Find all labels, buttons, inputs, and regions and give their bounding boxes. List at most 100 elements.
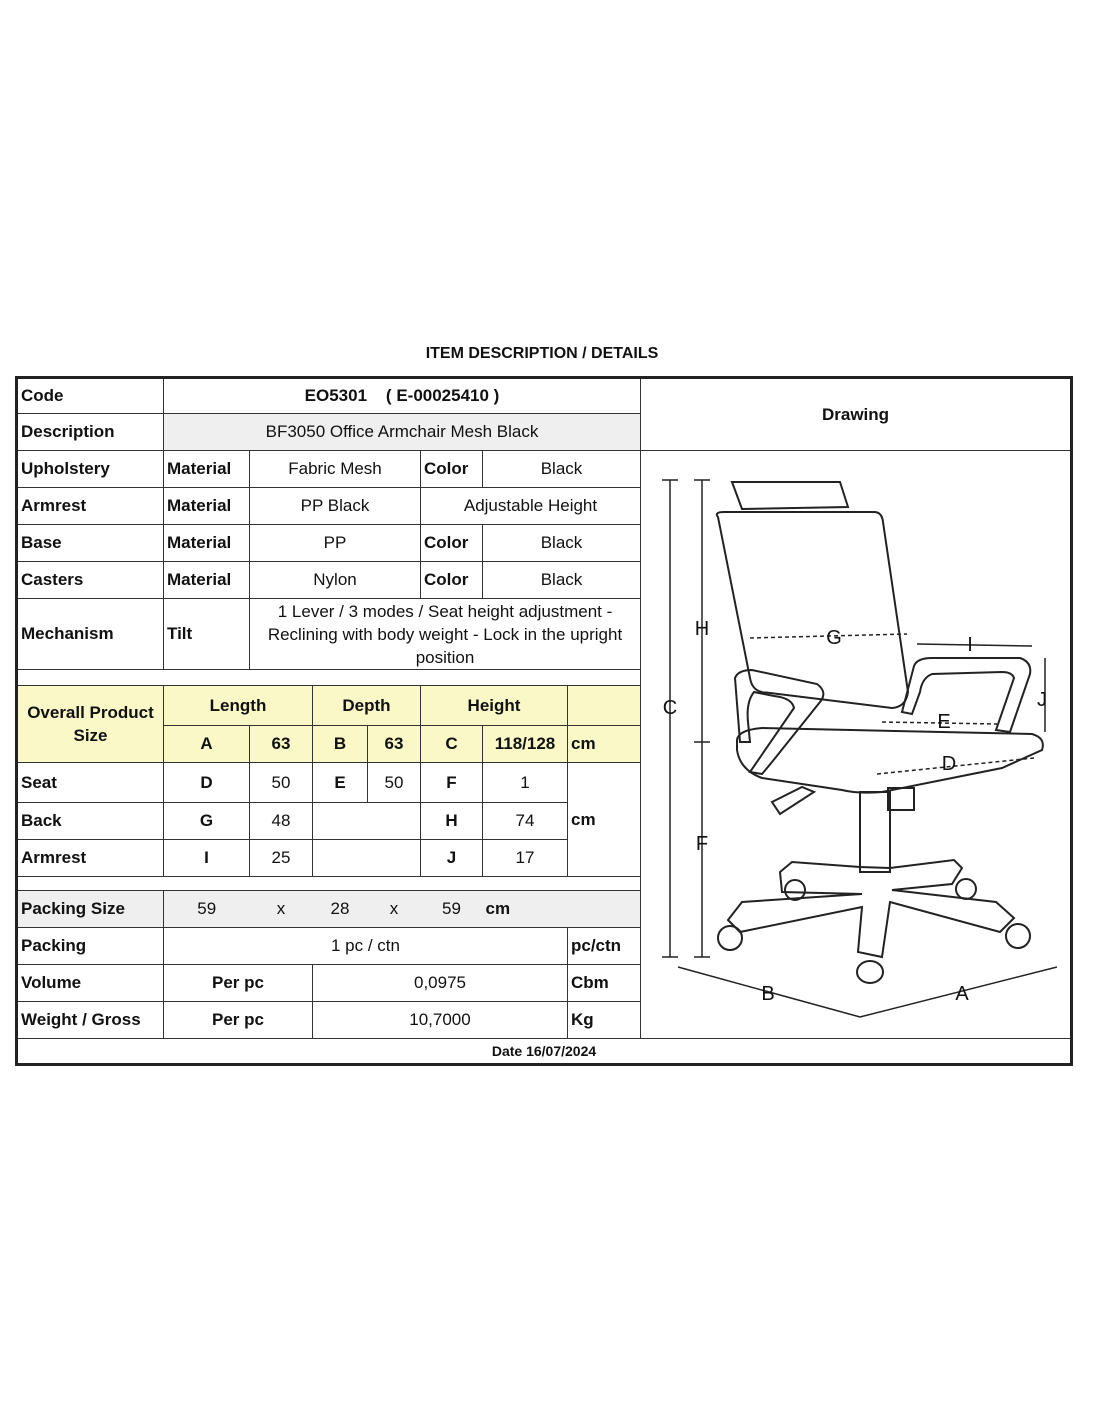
casters-label: Casters bbox=[16, 561, 164, 599]
drawing-label: Drawing bbox=[640, 377, 1072, 451]
page-title: ITEM DESCRIPTION / DETAILS bbox=[425, 345, 659, 362]
date: Date 16/07/2024 bbox=[16, 1038, 1072, 1065]
label-f: F bbox=[696, 833, 708, 855]
packing-label: Packing bbox=[16, 927, 164, 965]
casters-color: Black bbox=[482, 561, 641, 599]
dim-j-label: J bbox=[420, 839, 483, 877]
packing-size-label: Packing Size bbox=[16, 890, 164, 928]
base-color: Black bbox=[482, 524, 641, 562]
description-value: BF3050 Office Armchair Mesh Black bbox=[163, 413, 641, 451]
weight-label: Weight / Gross bbox=[16, 1001, 164, 1039]
gas-lift bbox=[859, 791, 891, 873]
dim-f-value: 1 bbox=[482, 762, 568, 803]
caster bbox=[717, 925, 743, 951]
code-label: Code bbox=[16, 377, 164, 414]
dim-e-label: E bbox=[312, 762, 368, 803]
packing-height: 59 bbox=[420, 890, 483, 928]
label-g: G bbox=[826, 627, 842, 649]
armrest-label: Armrest bbox=[16, 487, 164, 525]
weight-per: Per pc bbox=[163, 1001, 313, 1039]
dim-b-label: B bbox=[312, 725, 368, 763]
dim-e-value: 50 bbox=[367, 762, 421, 803]
color-label: Color bbox=[420, 524, 483, 562]
label-d: D bbox=[942, 753, 956, 775]
material-label: Material bbox=[163, 487, 250, 525]
armrest-dims-label: Armrest bbox=[16, 839, 164, 877]
dim-b-value: 63 bbox=[367, 725, 421, 763]
chair-drawing-svg: C H F G I J E D B A bbox=[662, 479, 1058, 1018]
back-label: Back bbox=[16, 802, 164, 840]
dim-a-label: A bbox=[163, 725, 250, 763]
overall-unit: cm bbox=[567, 725, 641, 763]
armrest-material: PP Black bbox=[249, 487, 421, 525]
material-label: Material bbox=[163, 524, 250, 562]
upholstery-color: Black bbox=[482, 450, 641, 488]
dim-f-label: F bbox=[420, 762, 483, 803]
label-h: H bbox=[695, 618, 709, 640]
mechanism-label: Mechanism bbox=[16, 598, 164, 670]
depth-header: Depth bbox=[312, 685, 421, 726]
seat-label: Seat bbox=[16, 762, 164, 803]
dim-g-value: 48 bbox=[249, 802, 313, 840]
spacer-row bbox=[16, 669, 641, 686]
label-i: I bbox=[967, 634, 973, 656]
color-label: Color bbox=[420, 450, 483, 488]
empty-cell bbox=[312, 802, 421, 840]
seat bbox=[736, 726, 1044, 794]
base-star bbox=[726, 858, 1016, 959]
material-label: Material bbox=[163, 561, 250, 599]
volume-label: Volume bbox=[16, 964, 164, 1002]
caster bbox=[955, 878, 977, 900]
dim-d-label: D bbox=[163, 762, 250, 803]
weight-value: 10,7000 bbox=[312, 1001, 568, 1039]
base-material: PP bbox=[249, 524, 421, 562]
label-c: C bbox=[663, 697, 677, 719]
caster bbox=[1005, 923, 1031, 949]
volume-per: Per pc bbox=[163, 964, 313, 1002]
headrest bbox=[730, 481, 850, 511]
left-armrest bbox=[733, 668, 825, 776]
description-label: Description bbox=[16, 413, 164, 451]
label-b: B bbox=[761, 983, 774, 1005]
backrest bbox=[715, 511, 910, 710]
right-armrest bbox=[900, 657, 1032, 734]
packing-value: 1 pc / ctn bbox=[163, 927, 568, 965]
lever bbox=[770, 785, 817, 816]
caster bbox=[784, 879, 806, 901]
dim-c-label: C bbox=[420, 725, 483, 763]
weight-unit: Kg bbox=[567, 1001, 641, 1039]
packing-unit: pc/ctn bbox=[567, 927, 641, 965]
dim-a-value: 63 bbox=[249, 725, 313, 763]
mechanism-type: Tilt bbox=[163, 598, 250, 670]
packing-length: 59 bbox=[163, 890, 250, 928]
volume-unit: Cbm bbox=[567, 964, 641, 1002]
overall-size-label: Overall Product Size bbox=[16, 685, 164, 763]
dim-i-value: 25 bbox=[249, 839, 313, 877]
label-j: J bbox=[1037, 689, 1047, 711]
material-label: Material bbox=[163, 450, 250, 488]
chair-drawing: C H F G I J E D B A bbox=[640, 450, 1072, 1039]
upholstery-label: Upholstery bbox=[16, 450, 164, 488]
spec-table: Code EO5301 ( E-00025410 ) Drawing Descr… bbox=[15, 376, 1073, 1066]
armrest-feature: Adjustable Height bbox=[420, 487, 641, 525]
dim-j-value: 17 bbox=[482, 839, 568, 877]
length-header: Length bbox=[163, 685, 313, 726]
dim-h-value: 74 bbox=[482, 802, 568, 840]
code-value: EO5301 ( E-00025410 ) bbox=[163, 377, 641, 414]
empty-cell bbox=[567, 685, 641, 726]
dims-unit: cm bbox=[567, 762, 641, 877]
color-label: Color bbox=[420, 561, 483, 599]
height-header: Height bbox=[420, 685, 568, 726]
upholstery-material: Fabric Mesh bbox=[249, 450, 421, 488]
spacer-row bbox=[16, 876, 641, 891]
times-sign: x bbox=[249, 890, 313, 928]
dim-g-label: G bbox=[163, 802, 250, 840]
caster bbox=[856, 960, 884, 984]
mechanism-box bbox=[887, 787, 915, 811]
empty-cell bbox=[312, 839, 421, 877]
dim-i-label: I bbox=[163, 839, 250, 877]
dim-h-label: H bbox=[420, 802, 483, 840]
dim-d-value: 50 bbox=[249, 762, 313, 803]
casters-material: Nylon bbox=[249, 561, 421, 599]
